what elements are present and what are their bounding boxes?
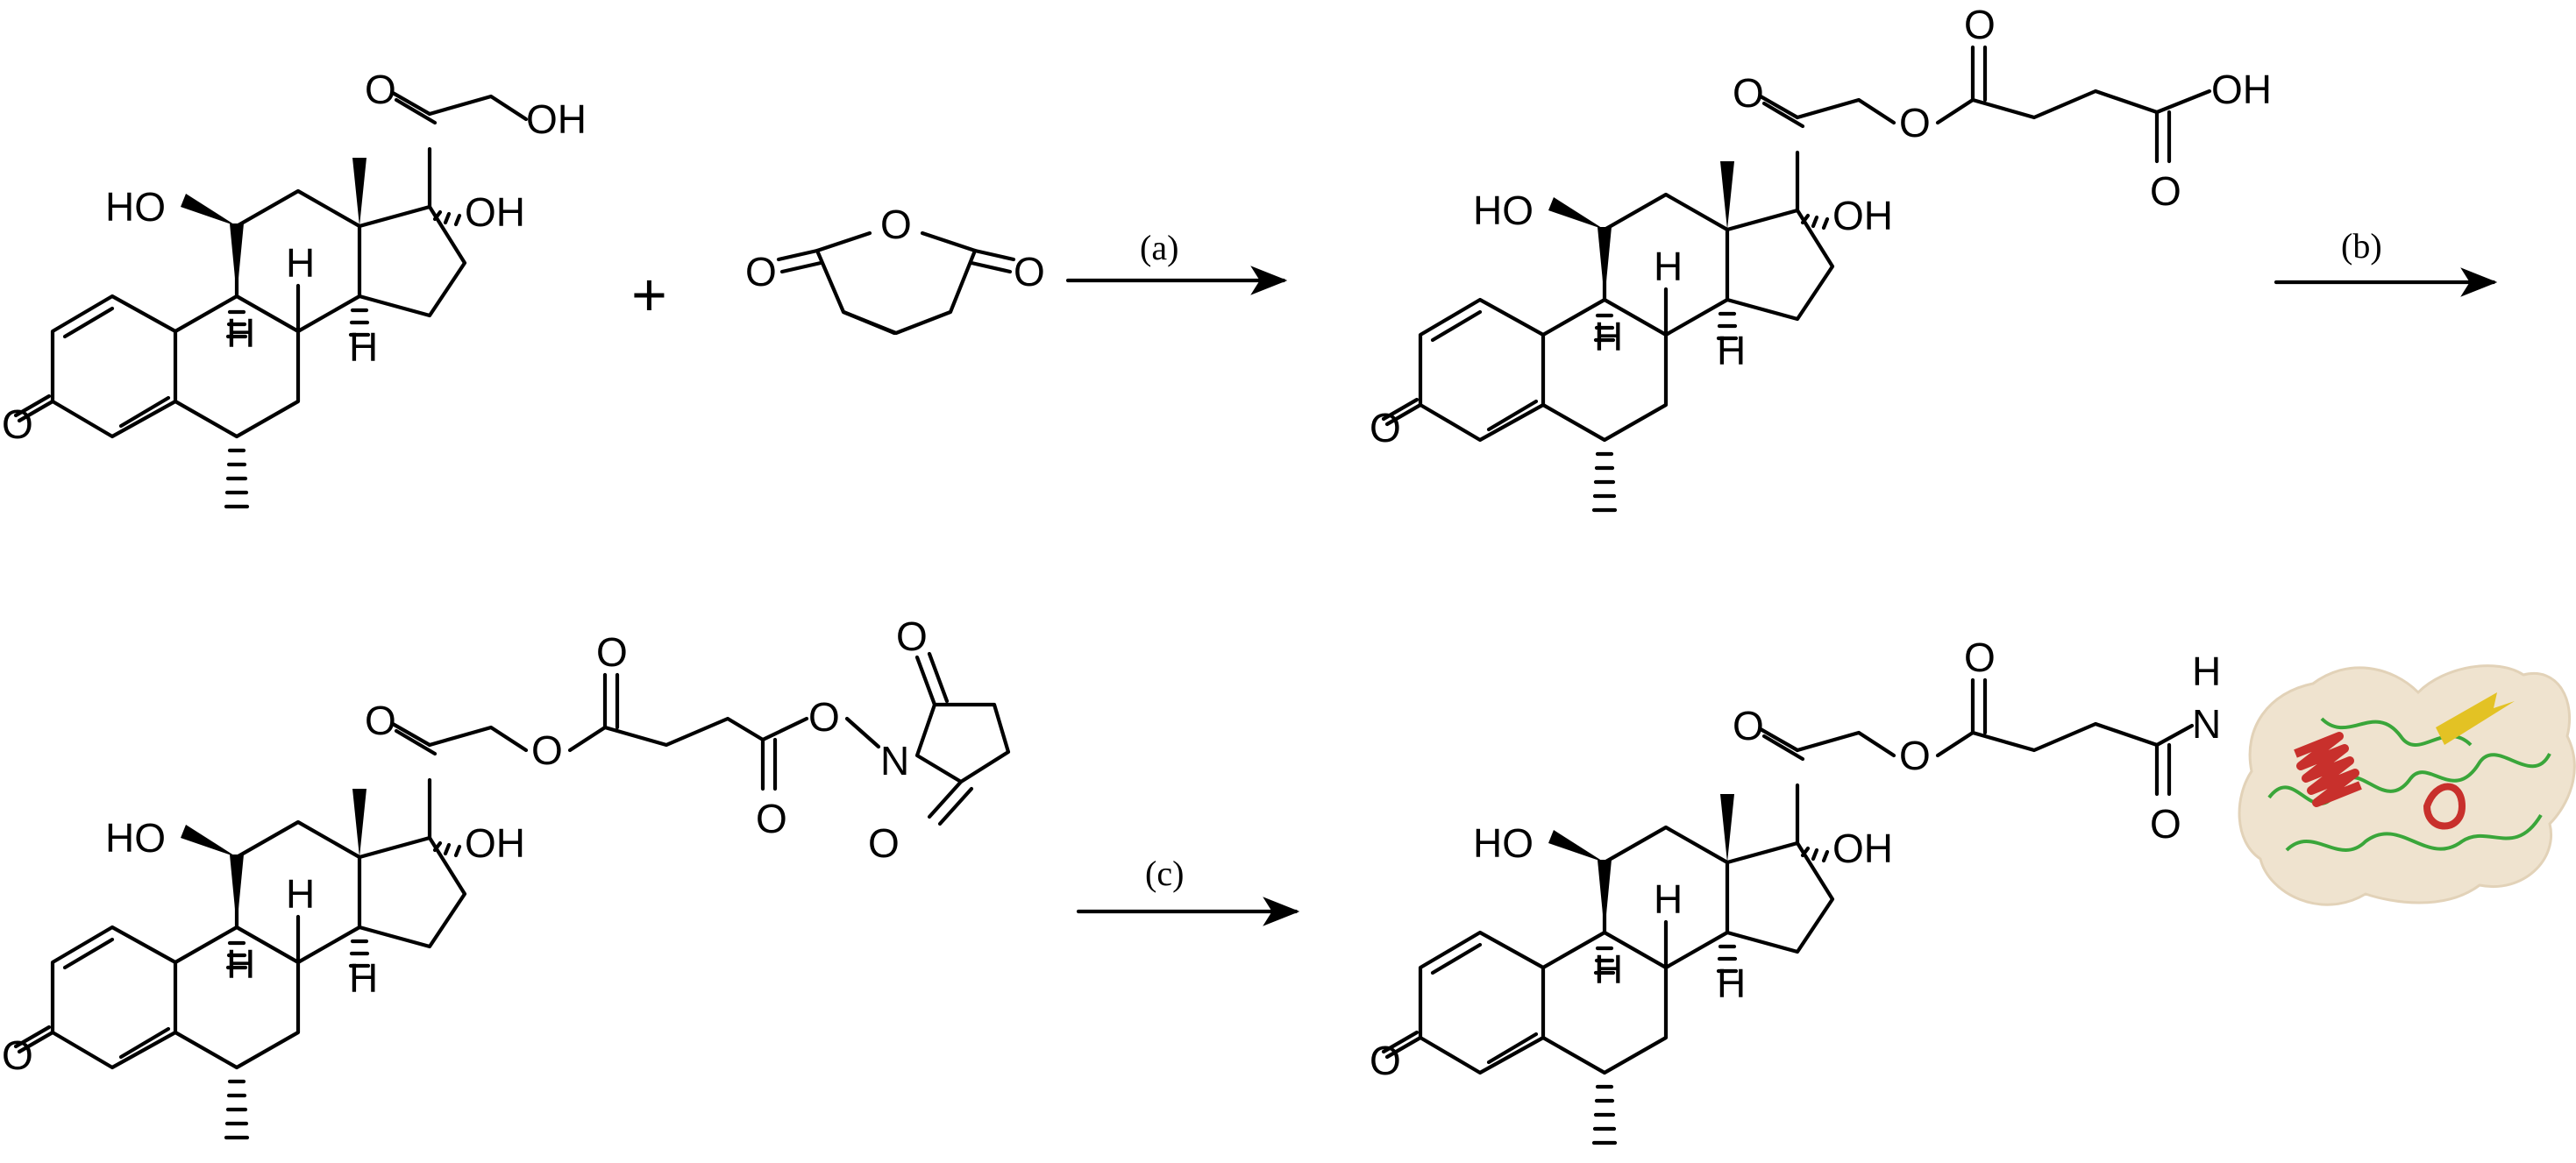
atom-ester-carbonyl-o: O (596, 629, 628, 675)
atom-20-o: O (365, 698, 396, 743)
atom-11-oh: HO (105, 815, 166, 861)
atom-11-oh: HO (1473, 820, 1534, 866)
starting-steroid-structure: O HO H H H OH O OH (2, 67, 587, 507)
atom-nhs-carbonyl-o: O (756, 796, 787, 841)
atom-ketone-o: O (1370, 1038, 1401, 1083)
protein-conjugate-structure: O HO H H H OH O O O O H N (1370, 635, 2221, 1143)
atom-20-o: O (1733, 703, 1764, 748)
atom-ester-carbonyl-o: O (1964, 2, 1996, 47)
atom-anhydride-o-left: O (745, 249, 777, 294)
atom-ketone-o: O (2, 401, 33, 447)
atom-17-oh: OH (1832, 193, 1893, 238)
atom-8-h: H (286, 871, 315, 917)
atom-acid-carbonyl-o: O (2150, 168, 2181, 214)
atom-acid-oh: OH (2211, 67, 2272, 112)
atom-nhs-ester-o: O (808, 694, 840, 740)
hemisuccinate-structure: O HO H H H OH O O O O OH (1370, 2, 2272, 510)
atom-nhs-o-top: O (896, 613, 928, 659)
atom-9-h: H (1594, 947, 1623, 992)
atom-amide-n: N (2192, 701, 2221, 747)
atom-11-oh: HO (105, 184, 166, 230)
atom-9-h: H (226, 310, 255, 356)
atom-ketone-o: O (2, 1032, 33, 1078)
atom-amide-h: H (2192, 649, 2221, 694)
reagent-label-a: (a) (1140, 228, 1178, 267)
atom-9-h: H (226, 941, 255, 987)
reagent-label-b: (b) (2341, 226, 2382, 266)
plus-sign: + (631, 260, 667, 329)
atom-14-h: H (349, 324, 378, 370)
atom-8-h: H (286, 240, 315, 286)
nhs-ester-structure: O HO H H H OH O O O O O N O O (2, 613, 1011, 1138)
atom-ester-carbonyl-o: O (1964, 635, 1996, 680)
atom-11-oh: HO (1473, 188, 1534, 233)
atom-14-h: H (1717, 961, 1746, 1006)
atom-8-h: H (1654, 876, 1683, 922)
atom-14-h: H (349, 955, 378, 1001)
atom-20-o: O (365, 67, 396, 112)
atom-ester-o: O (1899, 733, 1931, 778)
atom-anhydride-ring-o: O (880, 202, 912, 247)
reaction-arrow-b: (b) (2274, 226, 2498, 297)
reaction-arrow-c: (c) (1076, 854, 1300, 926)
atom-21-oh: OH (526, 96, 587, 142)
atom-amide-carbonyl-o: O (2150, 801, 2181, 847)
atom-17-oh: OH (465, 189, 525, 235)
atom-anhydride-o-right: O (1014, 249, 1045, 294)
reaction-arrow-a: (a) (1065, 228, 1288, 295)
atom-ester-o: O (531, 727, 563, 773)
atom-ester-o: O (1899, 100, 1931, 145)
atom-nhs-n: N (880, 738, 909, 784)
atom-ketone-o: O (1370, 405, 1401, 450)
atom-17-oh: OH (1832, 826, 1893, 871)
atom-8-h: H (1654, 244, 1683, 289)
protein-cartoon-image (2238, 664, 2576, 906)
reagent-label-c: (c) (1145, 854, 1184, 893)
atom-20-o: O (1733, 70, 1764, 116)
atom-9-h: H (1594, 314, 1623, 359)
atom-14-h: H (1717, 328, 1746, 373)
atom-17-oh: OH (465, 820, 525, 866)
succinic-anhydride-structure: O O O (745, 202, 1045, 336)
atom-nhs-o-bottom: O (868, 820, 900, 866)
